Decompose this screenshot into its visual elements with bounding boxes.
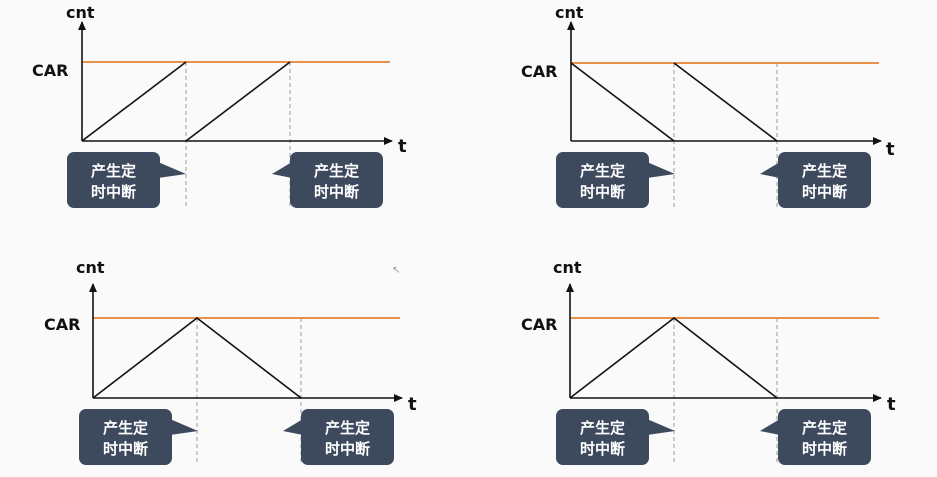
callout-box bbox=[301, 409, 394, 465]
car-label: CAR bbox=[521, 62, 557, 81]
callout-line-2: 时中断 bbox=[103, 440, 148, 458]
y-axis-label: cnt bbox=[555, 3, 584, 22]
callout-line-1: 产生定 bbox=[580, 162, 625, 180]
counter-ramp bbox=[570, 62, 675, 142]
callout-pointer bbox=[158, 162, 186, 178]
x-axis-label: t bbox=[398, 136, 407, 157]
callout-pointer bbox=[283, 419, 303, 435]
callout-line-2: 时中断 bbox=[91, 183, 136, 201]
counter-ramp bbox=[673, 62, 778, 142]
callout-line-1: 产生定 bbox=[103, 419, 148, 437]
callout-pointer bbox=[272, 162, 292, 178]
counter-ramp bbox=[92, 316, 302, 399]
counter-ramp bbox=[185, 61, 291, 142]
callout-box bbox=[556, 409, 649, 465]
callout-line-2: 时中断 bbox=[325, 440, 370, 458]
callout-box bbox=[778, 152, 871, 208]
callout-pointer bbox=[760, 162, 780, 178]
x-axis-label: t bbox=[886, 139, 895, 160]
callout-line-1: 产生定 bbox=[802, 162, 847, 180]
callout-pointer bbox=[760, 419, 780, 435]
callout-pointer bbox=[170, 419, 198, 435]
callout-line-2: 时中断 bbox=[802, 440, 847, 458]
callout-line-1: 产生定 bbox=[802, 419, 847, 437]
callout-box bbox=[556, 152, 649, 208]
callout-line-1: 产生定 bbox=[325, 419, 370, 437]
callout-line-1: 产生定 bbox=[580, 419, 625, 437]
callout-pointer bbox=[647, 419, 675, 435]
x-axis-label: t bbox=[887, 394, 896, 415]
callout-box bbox=[778, 409, 871, 465]
callout-box bbox=[79, 409, 172, 465]
counter-ramp bbox=[569, 316, 778, 399]
x-axis-label: t bbox=[408, 394, 417, 415]
car-label: CAR bbox=[44, 315, 80, 334]
callout-line-2: 时中断 bbox=[802, 183, 847, 201]
callout-line-2: 时中断 bbox=[580, 440, 625, 458]
y-axis-label: cnt bbox=[66, 3, 95, 22]
car-label: CAR bbox=[521, 315, 557, 334]
callout-line-1: 产生定 bbox=[91, 162, 136, 180]
callout-box bbox=[67, 152, 160, 208]
callout-line-2: 时中断 bbox=[580, 183, 625, 201]
callout-pointer bbox=[647, 162, 675, 178]
y-axis-label: cnt bbox=[76, 258, 105, 277]
callout-line-1: 产生定 bbox=[314, 162, 359, 180]
counter-ramp bbox=[81, 61, 187, 142]
y-axis-label: cnt bbox=[553, 258, 582, 277]
mouse-cursor-icon: ↖ bbox=[392, 265, 401, 276]
car-label: CAR bbox=[32, 61, 68, 80]
callout-box bbox=[290, 152, 383, 208]
callout-line-2: 时中断 bbox=[314, 183, 359, 201]
